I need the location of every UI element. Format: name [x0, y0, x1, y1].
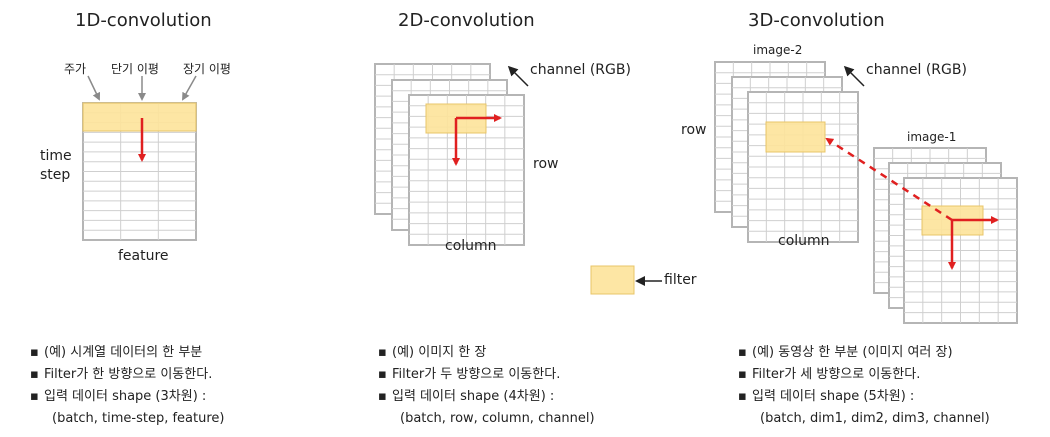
- conv3d-column-label: column: [778, 233, 830, 249]
- note-item: ▪Filter가 두 방향으로 이동한다.: [378, 367, 561, 382]
- note-item: ▪입력 데이터 shape (4차원) :: [378, 389, 555, 404]
- conv2d-channel-pointer: [507, 65, 529, 87]
- col-label-short-ma: 단기 이평: [111, 62, 159, 76]
- note-item: ▪입력 데이터 shape (5차원) :: [738, 389, 915, 404]
- note-item: (batch, row, column, channel): [400, 411, 595, 426]
- conv3d-graphic: [714, 61, 1018, 324]
- conv3d-title: 3D-convolution: [748, 10, 885, 31]
- conv2d-channel-label: channel (RGB): [530, 62, 631, 78]
- row-label-step: step: [40, 167, 71, 183]
- image-2-sheet-1: [747, 91, 859, 243]
- conv1d-feature-label: feature: [118, 248, 169, 264]
- conv2d-row-label: row: [533, 156, 559, 172]
- conv3d-notes: ▪(예) 동영상 한 부분 (이미지 여러 장) ▪Filter가 세 방향으로…: [738, 342, 990, 430]
- conv3d-channel-label: channel (RGB): [866, 62, 967, 78]
- note-item: (batch, dim1, dim2, dim3, channel): [760, 411, 990, 426]
- conv2d-graphic: [374, 63, 529, 246]
- legend-filter-swatch: [590, 265, 635, 295]
- note-item: ▪Filter가 한 방향으로 이동한다.: [30, 367, 213, 382]
- note-item: ▪(예) 동영상 한 부분 (이미지 여러 장): [738, 345, 953, 360]
- col-pointer-price: [87, 75, 101, 101]
- image-2-filter: [765, 121, 826, 153]
- row-label-time: time: [40, 148, 72, 164]
- conv2d-column-label: column: [445, 238, 497, 254]
- conv3d-channel-pointer: [843, 65, 865, 87]
- note-item: ▪입력 데이터 shape (3차원) :: [30, 389, 207, 404]
- col-pointer-long-ma: [182, 75, 197, 101]
- image-1-label: image-1: [907, 130, 957, 144]
- conv1d-graphic: [82, 75, 197, 241]
- conv2d-title: 2D-convolution: [398, 10, 535, 31]
- note-item: ▪Filter가 세 방향으로 이동한다.: [738, 367, 921, 382]
- image-1-sheet-1: [903, 177, 1018, 324]
- conv1d-title: 1D-convolution: [75, 10, 212, 31]
- note-item: ▪(예) 이미지 한 장: [378, 345, 487, 360]
- conv2d-notes: ▪(예) 이미지 한 장 ▪Filter가 두 방향으로 이동한다. ▪입력 데…: [378, 342, 595, 430]
- note-item: ▪(예) 시계열 데이터의 한 부분: [30, 345, 203, 360]
- conv1d-filter: [82, 102, 197, 132]
- image-2-label: image-2: [753, 43, 803, 57]
- filter-legend-label: filter: [664, 272, 697, 288]
- col-label-price: 주가: [64, 62, 87, 76]
- conv3d-row-label: row: [681, 122, 707, 138]
- col-label-long-ma: 장기 이평: [183, 62, 231, 76]
- conv1d-notes: ▪(예) 시계열 데이터의 한 부분 ▪Filter가 한 방향으로 이동한다.…: [30, 342, 225, 430]
- filter-legend-graphic: [590, 265, 662, 295]
- note-item: (batch, time-step, feature): [52, 411, 225, 426]
